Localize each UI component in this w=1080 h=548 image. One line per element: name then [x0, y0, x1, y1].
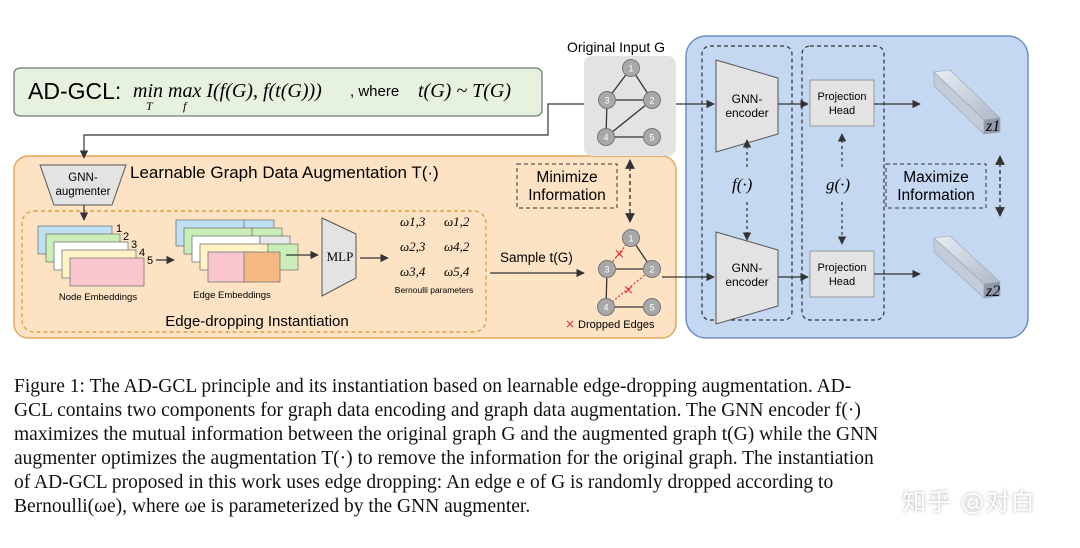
graph-node-label: 3 [604, 265, 609, 275]
graph-node [598, 260, 616, 278]
gnn-augmenter-label-line2: augmenter [56, 186, 111, 198]
graph-node-label: 4 [603, 133, 608, 143]
objective-where: , where [350, 83, 399, 100]
gnn-encoder-top-label: encoder [725, 106, 768, 120]
augmented-graph-nodes: 1 2 3 4 5 [597, 229, 661, 316]
graph-node [643, 91, 661, 109]
graph-node [597, 298, 615, 316]
bernoulli-parameter: ω1,2 [444, 214, 470, 229]
graph-node-label: 1 [628, 234, 633, 244]
node-index: 4 [139, 247, 145, 259]
bernoulli-parameter: ω1,3 [400, 214, 426, 229]
ad-gcl-figure: AD-GCL: min max I(f(G), f(t(G))) T f , w… [13, 35, 1029, 339]
node-embeddings-label: Node Embeddings [59, 292, 137, 303]
node-index: 2 [123, 231, 129, 243]
graph-node-label: 1 [628, 64, 633, 74]
graph-node [622, 59, 640, 77]
maximize-label-line1: Maximize [903, 169, 968, 186]
graph-node-label: 2 [649, 265, 654, 275]
mlp-block[interactable] [321, 217, 357, 297]
gnn-encoder-top[interactable] [715, 59, 779, 153]
objective-max-sub: f [183, 99, 188, 113]
maximize-box [885, 163, 987, 209]
figure-caption: Figure 1: The AD-GCL principle and its i… [14, 375, 1066, 519]
caption-line: Figure 1: The AD-GCL principle and its i… [14, 376, 852, 397]
edge-dropping-label: Edge-dropping Instantiation [165, 313, 348, 330]
caption-line: of AD-GCL proposed in this work uses edg… [14, 472, 834, 493]
z2-embedding [933, 235, 1001, 299]
caption-line: GCL contains two components for graph da… [14, 400, 861, 421]
dropped-edge-marker: × [614, 247, 625, 262]
objective-name: AD-GCL: [28, 78, 121, 104]
edge-embeddings-label: Edge Embeddings [193, 290, 271, 301]
edge-embeddings-stack [175, 219, 299, 283]
minimize-box [516, 163, 618, 209]
bernoulli-parameter: ω2,3 [400, 239, 426, 254]
graph-node-label: 5 [649, 133, 654, 143]
dropped-edges-legend-marker: × [565, 317, 575, 331]
objective-box [13, 67, 543, 117]
graph-node-label: 4 [603, 303, 608, 313]
projection-head-bottom-label: Head [829, 276, 855, 288]
graph-node [643, 298, 661, 316]
edge-dropping-dashed-box [21, 210, 487, 333]
z1-embedding [933, 69, 1001, 135]
node-index: 3 [131, 239, 137, 251]
g-label: g(·) [826, 175, 850, 194]
graph-node-label: 2 [649, 96, 654, 106]
gnn-encoder-bottom-label: encoder [725, 275, 768, 289]
gnn-augmenter-label-line1: GNN- [68, 172, 98, 184]
watermark: 知乎 @对白 [902, 488, 1036, 516]
node-index: 5 [147, 255, 153, 267]
dropped-edge-marker: × [623, 283, 634, 298]
maximize-label-line2: Information [897, 187, 975, 204]
projection-head-bottom-label: Projection [818, 262, 867, 274]
input-to-augmenter-line [79, 103, 584, 159]
bernoulli-parameter: ω4,2 [444, 239, 470, 254]
bernoulli-label: Bernoulli parameters [395, 285, 473, 295]
node-index: 1 [116, 223, 122, 235]
original-graph-nodes: 1 2 3 4 5 [597, 59, 661, 146]
caption-line: maximizes the mutual information between… [14, 424, 879, 445]
projection-head-top-label: Head [829, 105, 855, 117]
bernoulli-parameters: ω1,3 ω1,2 ω2,3 ω4,2 ω3,4 ω5,4 [400, 214, 470, 279]
dropped-edges-label: Dropped Edges [578, 319, 655, 331]
z2-label: z2 [985, 283, 1000, 300]
mlp-label: MLP [327, 249, 354, 264]
graph-node [643, 260, 661, 278]
objective-min-sub: T [146, 99, 154, 113]
graph-node [622, 229, 640, 247]
objective-formula: min max I(f(G), f(t(G))) [133, 80, 322, 102]
original-input-label: Original Input G [567, 39, 665, 55]
projection-head-top-label: Projection [818, 91, 867, 103]
graph-node-label: 5 [649, 303, 654, 313]
minimize-label-line2: Information [528, 187, 606, 204]
sample-label: Sample t(G) [500, 250, 573, 265]
caption-line: augmenter optimizes the augmentation T(·… [14, 448, 874, 469]
projection-dashed-box [801, 45, 885, 321]
objective-condition: t(G) ~ T(G) [418, 80, 511, 102]
minimize-label-line1: Minimize [536, 169, 597, 186]
projection-head-top[interactable] [809, 79, 875, 127]
augmentation-title: Learnable Graph Data Augmentation T(·) [130, 163, 439, 182]
graph-node [597, 128, 615, 146]
caption-line: Bernoulli(ωe), where ωe is parameterized… [14, 496, 531, 517]
f-label: f(·) [732, 175, 753, 194]
graph-node [643, 128, 661, 146]
gnn-encoder-top-label: GNN- [732, 92, 763, 106]
encoder-dashed-box [701, 45, 793, 321]
node-embeddings-stack [37, 225, 145, 287]
bernoulli-parameter: ω3,4 [400, 264, 426, 279]
bernoulli-parameter: ω5,4 [444, 264, 470, 279]
gnn-encoder-bottom[interactable] [715, 231, 779, 325]
gnn-augmenter[interactable] [39, 164, 127, 206]
projection-head-bottom[interactable] [809, 250, 875, 298]
z1-label: z1 [985, 118, 1000, 135]
gnn-encoder-bottom-label: GNN- [732, 261, 763, 275]
graph-node [598, 91, 616, 109]
graph-node-label: 3 [604, 96, 609, 106]
